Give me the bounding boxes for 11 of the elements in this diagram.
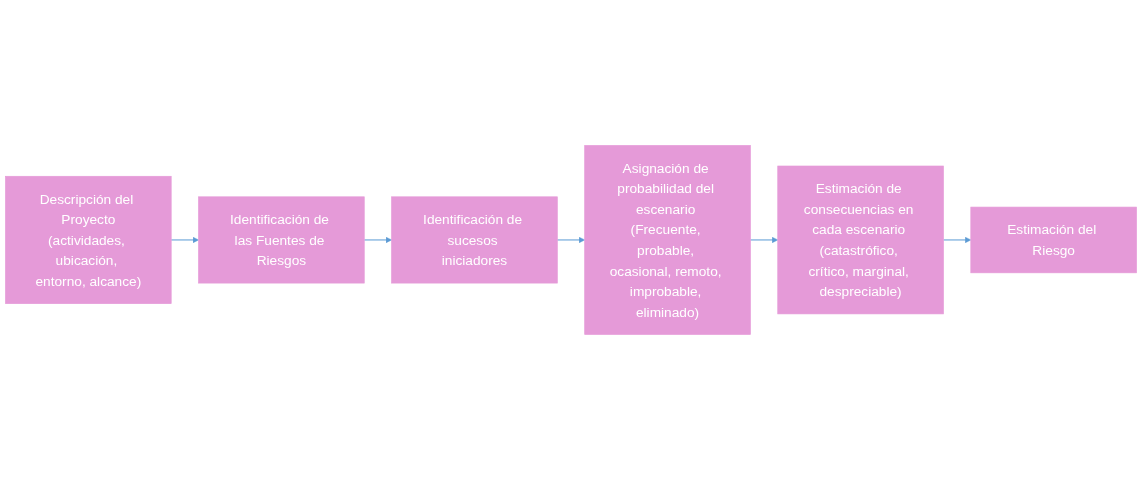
- arrow: [363, 237, 392, 243]
- node-box: Estimación del Riesgo: [970, 206, 1137, 274]
- node-box: Identificación de las Fuentes de Riesgos: [198, 196, 365, 284]
- arrow: [942, 237, 972, 243]
- node-box: Asignación de probabilidad del escenario (Frecuente, probable, ocasional, remoto, improbable, eliminado): [584, 145, 751, 335]
- node-box: Descripción del Proyecto (actividades, ubicación, entorno, alcance): [5, 176, 172, 304]
- arrow: [556, 237, 585, 243]
- arrow: [170, 237, 199, 243]
- arrow: [749, 237, 779, 243]
- node-box: Identificación de sucesos iniciadores: [391, 196, 558, 284]
- node-box: Estimación de consecuencias en cada escenario (catastrófico, crítico, marginal, despreciable): [777, 165, 944, 315]
